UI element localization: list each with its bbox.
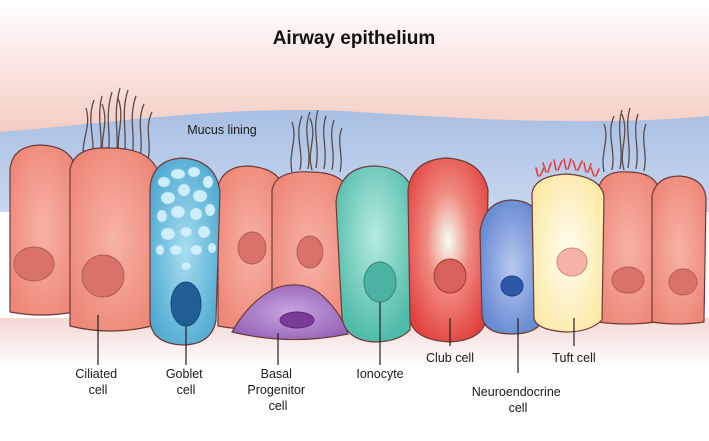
cell-nucleus (296, 235, 324, 269)
tuft-nucleus (556, 247, 588, 277)
label-line: cell (509, 401, 528, 415)
ciliated-cell-right (597, 171, 661, 325)
club-cell (407, 157, 489, 343)
ionocyte-label: Ionocyte (356, 367, 403, 381)
basal-nucleus (279, 311, 315, 329)
label-line: cell (177, 383, 196, 397)
ionocyte-nucleus (363, 261, 397, 303)
tuft-cell-label: Tuft cell (552, 351, 595, 365)
neuroendocrine-cell-label: Neuroendocrine cell (472, 385, 564, 415)
basal-progenitor-cell-label: Basal Progenitor cell (247, 367, 308, 413)
label-line: cell (89, 383, 108, 397)
club-cell-label: Club cell (426, 351, 474, 365)
label-line: Goblet (166, 367, 203, 381)
label-line: Neuroendocrine (472, 385, 561, 399)
neuroendocrine-nucleus (500, 275, 524, 297)
cell-nucleus (237, 231, 267, 265)
cilia-group-3 (602, 107, 647, 173)
mucus-lining-label: Mucus lining (187, 123, 257, 137)
ionocyte-cell (335, 165, 415, 343)
label-line: Progenitor (247, 383, 305, 397)
label-line: Ionocyte (356, 367, 403, 381)
label-line: cell (269, 399, 288, 413)
ciliated-cell-left-edge (9, 144, 77, 316)
ciliated-cell-right-edge (651, 175, 707, 325)
ciliated-cell-label: Ciliated cell (75, 367, 120, 397)
cell-nucleus (13, 246, 55, 282)
goblet-cell (149, 157, 221, 346)
label-line: Basal (261, 367, 292, 381)
label-line: Tuft cell (552, 351, 595, 365)
ciliated-cell (69, 147, 159, 332)
cell-nucleus (81, 254, 125, 298)
tuft-microvilli (535, 158, 600, 177)
diagram-title: Airway epithelium (273, 28, 436, 49)
cilia-group-2 (290, 109, 343, 173)
goblet-nucleus (170, 281, 202, 327)
goblet-cell-label: Goblet cell (166, 367, 206, 397)
label-line: Ciliated (75, 367, 117, 381)
label-line: Club cell (426, 351, 474, 365)
cell-nucleus (668, 268, 698, 296)
club-nucleus (433, 258, 467, 294)
cell-nucleus (611, 266, 645, 294)
mucin-granules (155, 166, 217, 271)
